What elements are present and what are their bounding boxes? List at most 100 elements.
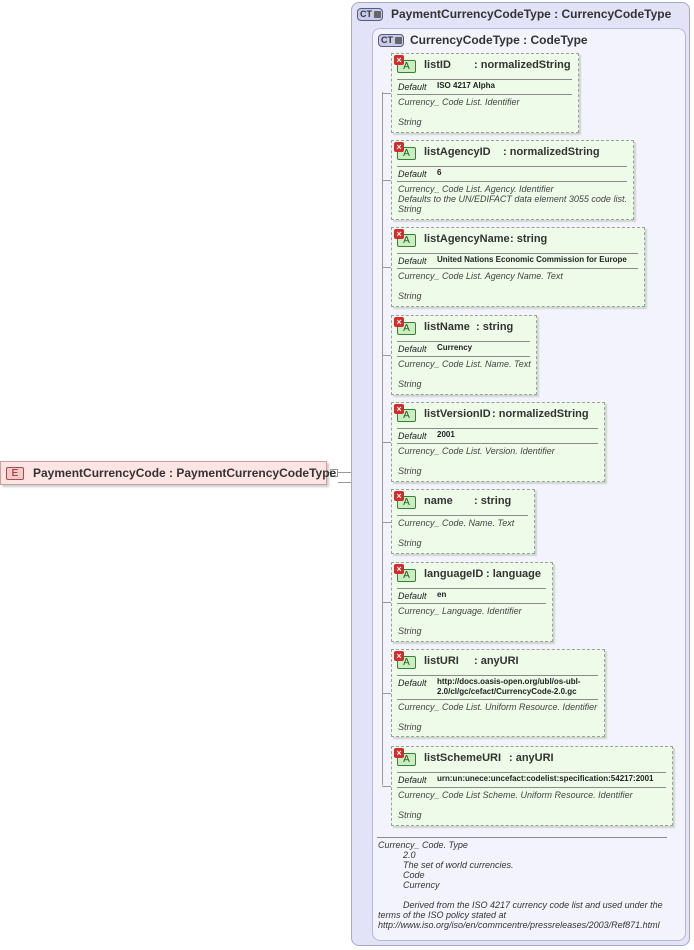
attribute-connector bbox=[382, 355, 391, 356]
default-label: Default bbox=[398, 678, 427, 688]
attribute-divider bbox=[397, 79, 572, 80]
default-label: Default bbox=[398, 169, 427, 179]
default-value: urn:un:unece:uncefact:codelist:specifica… bbox=[437, 774, 654, 783]
attribute-divider bbox=[397, 341, 530, 342]
attribute-divider bbox=[397, 772, 666, 773]
attribute-divider bbox=[397, 588, 546, 589]
attribute-doc-line: String bbox=[398, 204, 422, 214]
doc-line: terms of the ISO policy stated at bbox=[378, 910, 507, 920]
prohibited-icon: × bbox=[394, 55, 404, 65]
attribute-divider bbox=[397, 603, 546, 604]
attribute-type: : normalizedString bbox=[474, 59, 571, 71]
prohibited-icon: × bbox=[394, 748, 404, 758]
inner-type-label: CurrencyCodeType : CodeType bbox=[410, 33, 588, 47]
default-label: Default bbox=[398, 775, 427, 785]
connector-element-to-type bbox=[327, 472, 351, 473]
attribute-doc-line: Currency_ Code List. Agency Name. Text bbox=[398, 271, 563, 281]
attribute-name: listSchemeURI bbox=[424, 752, 502, 764]
attribute-name: listVersionID bbox=[424, 408, 491, 420]
attribute-name: name bbox=[424, 495, 453, 507]
doc-line: Derived from the ISO 4217 currency code … bbox=[403, 900, 663, 910]
doc-line: Currency bbox=[403, 880, 440, 890]
prohibited-icon: × bbox=[394, 651, 404, 661]
attribute-type: : string bbox=[474, 495, 512, 507]
default-value: Currency bbox=[437, 343, 473, 352]
attribute-divider bbox=[397, 356, 530, 357]
prohibited-icon: × bbox=[394, 404, 404, 414]
attribute-name: listID bbox=[424, 59, 451, 71]
attribute-doc-line: String bbox=[398, 810, 422, 820]
attribute-doc-line: Currency_ Code List. Version. Identifier bbox=[398, 446, 555, 456]
attribute-name: listAgencyName bbox=[424, 233, 510, 245]
attribute-type: : string bbox=[510, 233, 548, 245]
attribute-doc-line: Currency_ Code. Name. Text bbox=[398, 518, 515, 528]
attribute-divider bbox=[397, 253, 638, 254]
attribute-name: listAgencyID bbox=[424, 146, 491, 158]
attribute-type: : anyURI bbox=[509, 752, 554, 764]
attribute-type: : normalizedString bbox=[492, 408, 589, 420]
expand-icon bbox=[374, 11, 381, 18]
element-icon: E bbox=[6, 467, 24, 480]
element-payment-currency-code[interactable]: E PaymentCurrencyCode : PaymentCurrencyC… bbox=[0, 461, 336, 485]
attribute-doc-line: Currency_ Code List Scheme. Uniform Reso… bbox=[398, 790, 633, 800]
doc-line: 2.0 bbox=[403, 850, 416, 860]
default-label: Default bbox=[398, 82, 427, 92]
attribute-divider bbox=[397, 787, 666, 788]
attribute-connector bbox=[382, 693, 391, 694]
attribute-divider bbox=[397, 268, 638, 269]
complex-type-icon: CT bbox=[378, 34, 404, 47]
attribute-doc-line: String bbox=[398, 291, 422, 301]
attribute-connector bbox=[382, 786, 391, 787]
attribute-doc-line: String bbox=[398, 379, 422, 389]
attribute-doc-line: Currency_ Language. Identifier bbox=[398, 606, 522, 616]
attribute-name: languageID bbox=[424, 568, 484, 580]
prohibited-icon: × bbox=[394, 229, 404, 239]
attribute-connector bbox=[382, 93, 391, 94]
attribute-name: listURI bbox=[424, 655, 459, 667]
attribute-divider bbox=[397, 181, 627, 182]
attribute-connector bbox=[382, 522, 391, 523]
default-value: ISO 4217 Alpha bbox=[437, 81, 495, 90]
attribute-divider bbox=[397, 94, 572, 95]
attribute-doc-line: Currency_ Code List. Identifier bbox=[398, 97, 520, 107]
attribute-type: : anyURI bbox=[474, 655, 519, 667]
attribute-connector bbox=[382, 442, 391, 443]
attributes-vertical-connector bbox=[382, 92, 383, 785]
complex-type-icon: CT bbox=[357, 8, 383, 21]
doc-line: Code bbox=[403, 870, 425, 880]
doc-line: Currency_ Code. Type bbox=[378, 840, 468, 850]
doc-line: The set of world currencies. bbox=[403, 860, 514, 870]
default-label: Default bbox=[398, 256, 427, 266]
attribute-connector bbox=[382, 180, 391, 181]
prohibited-icon: × bbox=[394, 142, 404, 152]
complex-type-badge-text: CT bbox=[381, 35, 393, 45]
default-value: 2001 bbox=[437, 430, 455, 439]
default-value: United Nations Economic Commission for E… bbox=[437, 255, 627, 264]
attribute-divider bbox=[397, 166, 627, 167]
doc-line: http://www.iso.org/iso/en/commcentre/pre… bbox=[378, 920, 660, 930]
attribute-divider bbox=[397, 675, 598, 676]
prohibited-icon: × bbox=[394, 317, 404, 327]
default-value: 6 bbox=[437, 168, 442, 177]
default-value: 2.0/cl/gc/cefact/CurrencyCode-2.0.gc bbox=[437, 687, 577, 696]
default-label: Default bbox=[398, 591, 427, 601]
documentation-divider bbox=[377, 837, 667, 838]
complex-type-badge-text: CT bbox=[360, 9, 372, 19]
attribute-doc-line: String bbox=[398, 722, 422, 732]
prohibited-icon: × bbox=[394, 564, 404, 574]
prohibited-icon: × bbox=[394, 491, 404, 501]
attribute-doc-line: Currency_ Code List. Uniform Resource. I… bbox=[398, 702, 598, 712]
outer-type-label: PaymentCurrencyCodeType : CurrencyCodeTy… bbox=[391, 7, 672, 21]
attribute-doc-line: String bbox=[398, 538, 422, 548]
attribute-doc-line: String bbox=[398, 466, 422, 476]
attribute-divider bbox=[397, 699, 598, 700]
